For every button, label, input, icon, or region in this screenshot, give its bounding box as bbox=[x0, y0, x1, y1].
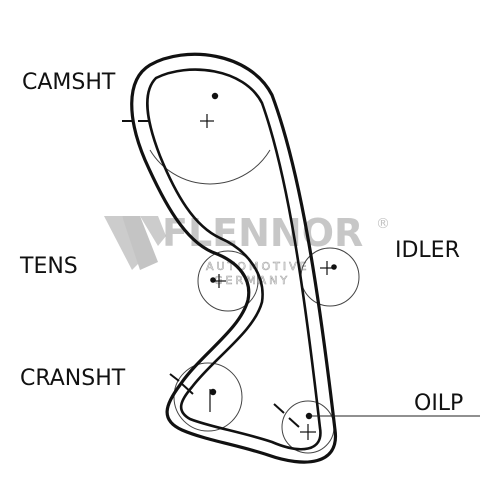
timing-belt bbox=[130, 52, 337, 464]
tensioner-pulley bbox=[197, 250, 259, 312]
camshaft-timing-dot bbox=[211, 92, 219, 100]
pulley-outlines bbox=[149, 149, 360, 454]
crankshaft-timing-dot bbox=[209, 388, 217, 396]
oil-pump-timing-dot bbox=[305, 412, 313, 420]
timing-marks bbox=[209, 92, 337, 420]
camshaft-label: CAMSHT bbox=[22, 70, 116, 95]
flennor-logo-icon bbox=[104, 216, 166, 270]
idler-dot bbox=[331, 264, 337, 270]
flennor-watermark: FLENNOR ® AUTOMOTIVE GERMANY bbox=[104, 211, 390, 287]
crankshaft-reference-mark-2 bbox=[181, 383, 194, 395]
watermark-registered-mark: ® bbox=[376, 216, 390, 232]
oil-pump-reference-mark-2 bbox=[288, 417, 300, 428]
crankshaft-pulley bbox=[173, 362, 243, 432]
tensioner-label: TENS bbox=[19, 254, 78, 279]
crankshaft-label: CRANSHT bbox=[20, 366, 126, 391]
idler-label: IDLER bbox=[395, 238, 460, 263]
camshaft-pulley bbox=[149, 149, 271, 185]
crankshaft-reference-mark bbox=[169, 373, 180, 382]
oil-pump-reference-mark bbox=[273, 403, 285, 414]
watermark-subtitle-line2: GERMANY bbox=[214, 274, 290, 287]
oil-pump-label: OILP bbox=[414, 391, 463, 416]
reference-marks bbox=[122, 120, 300, 428]
tensioner-dot bbox=[210, 277, 216, 283]
